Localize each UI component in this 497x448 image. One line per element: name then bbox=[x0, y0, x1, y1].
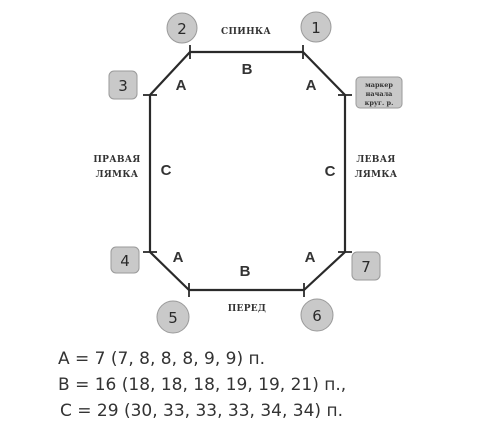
segment-top-right-a: A bbox=[306, 77, 317, 94]
marker-badge-3: 3 bbox=[108, 70, 138, 100]
formula-a: A = 7 (7, 8, 8, 8, 9, 9) п. bbox=[58, 349, 266, 369]
segment-top-left-a: A bbox=[176, 77, 187, 94]
stitch-counts: A = 7 (7, 8, 8, 8, 9, 9) п. B = 16 (18, … bbox=[58, 346, 346, 424]
label-right-strap-line1: ЛЕВАЯ bbox=[356, 155, 395, 165]
segment-bottom-b: B bbox=[240, 263, 251, 280]
svg-text:круг. р.: круг. р. bbox=[365, 99, 394, 107]
yoke-diagram: СПИНКА ПЕРЕД ПРАВАЯ ЛЯМКА ЛЕВАЯ ЛЯМКА B … bbox=[93, 11, 403, 334]
svg-text:маркер: маркер bbox=[365, 81, 393, 89]
segment-left-c: C bbox=[161, 162, 172, 179]
marker-badge-6: 6 bbox=[300, 298, 334, 332]
segment-bottom-right-a: A bbox=[305, 249, 316, 266]
svg-text:2: 2 bbox=[177, 20, 187, 38]
marker-badge-4: 4 bbox=[110, 246, 140, 274]
svg-text:7: 7 bbox=[361, 258, 371, 276]
marker-badge-5: 5 bbox=[156, 300, 190, 334]
label-front: ПЕРЕД bbox=[228, 304, 267, 314]
label-left-strap-line2: ЛЯМКА bbox=[96, 170, 139, 180]
label-right-strap-line2: ЛЯМКА bbox=[355, 170, 398, 180]
segment-top-b: B bbox=[242, 61, 253, 78]
corner-ticks bbox=[143, 45, 352, 297]
formula-b: B = 16 (18, 18, 18, 19, 19, 21) п., bbox=[58, 375, 347, 395]
svg-text:4: 4 bbox=[120, 252, 130, 270]
svg-text:6: 6 bbox=[312, 307, 322, 325]
marker-badge-2: 2 bbox=[166, 12, 198, 44]
label-back: СПИНКА bbox=[221, 27, 271, 37]
segment-bottom-left-a: A bbox=[173, 249, 184, 266]
segment-right-c: C bbox=[325, 163, 336, 180]
round-start-marker-tag: маркер начала круг. р. bbox=[355, 76, 403, 109]
svg-text:начала: начала bbox=[366, 90, 394, 98]
svg-text:3: 3 bbox=[118, 77, 128, 95]
marker-badge-1: 1 bbox=[300, 11, 332, 43]
marker-badge-7: 7 bbox=[351, 251, 381, 281]
formula-c: C = 29 (30, 33, 33, 33, 34, 34) п. bbox=[60, 401, 343, 421]
svg-text:5: 5 bbox=[168, 309, 178, 327]
label-left-strap-line1: ПРАВАЯ bbox=[93, 155, 140, 165]
svg-text:1: 1 bbox=[311, 19, 321, 37]
